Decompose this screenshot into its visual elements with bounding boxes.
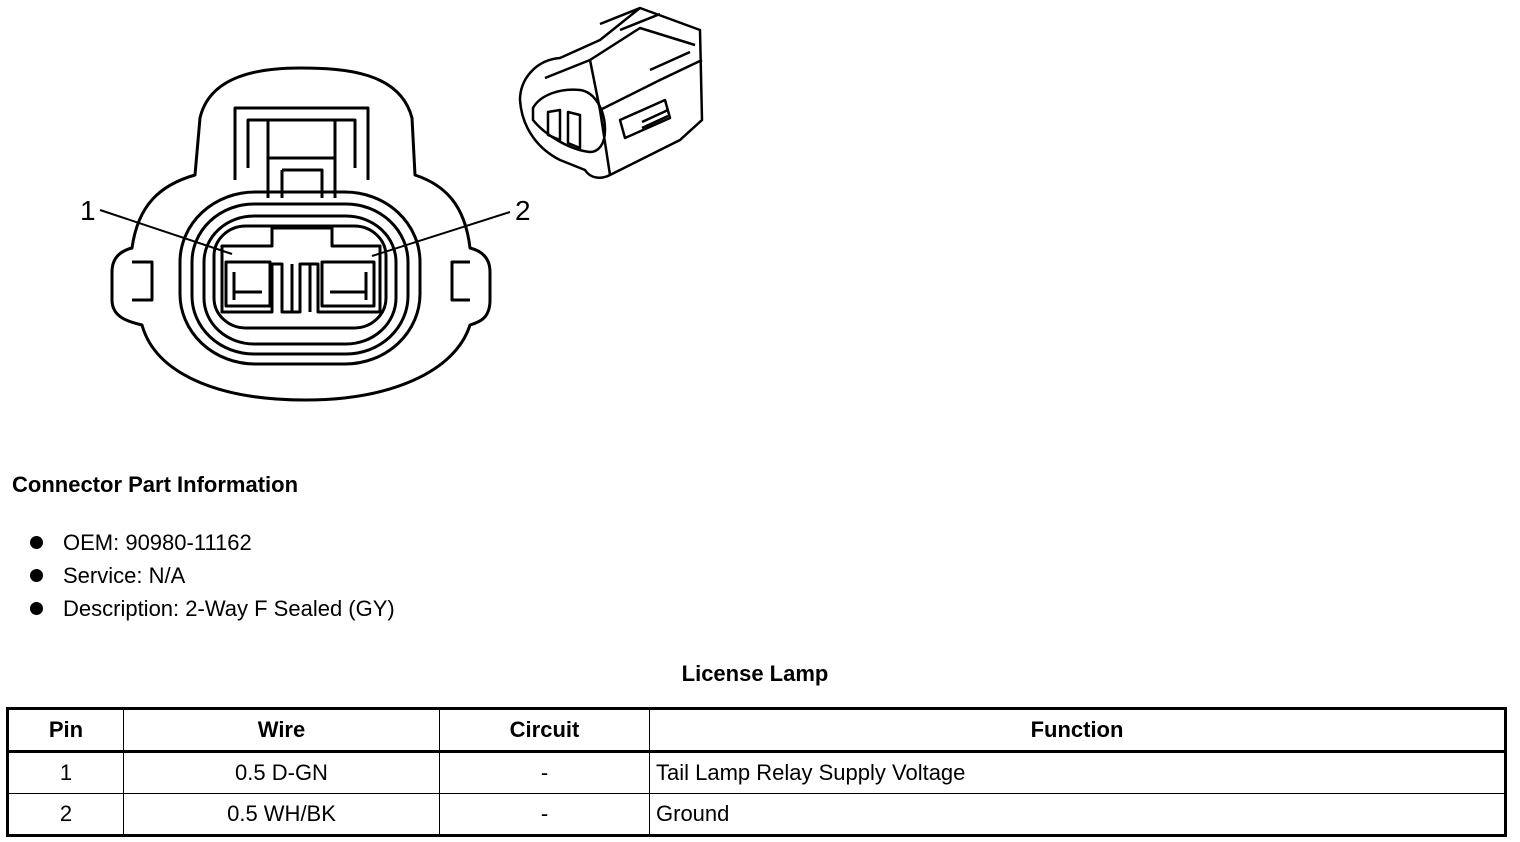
part-info-list: OEM: 90980-11162 Service: N/A Descriptio… xyxy=(26,526,395,625)
connector-part-info-title: Connector Part Information xyxy=(12,472,299,497)
cell-pin: 1 xyxy=(7,751,124,794)
side-tab-left xyxy=(132,260,154,302)
oem-item: OEM: 90980-11162 xyxy=(63,530,252,555)
connector-outer-housing xyxy=(110,66,492,402)
bullet-icon xyxy=(30,569,43,582)
terminal-2 xyxy=(320,260,376,308)
side-tab-right xyxy=(450,260,470,302)
terminal-1-detail xyxy=(232,272,262,300)
cell-pin: 2 xyxy=(7,793,124,836)
cell-function: Ground xyxy=(649,793,1506,836)
cell-wire: 0.5 WH/BK xyxy=(123,793,440,836)
header-pin: Pin xyxy=(7,708,124,753)
list-item: Description: 2-Way F Sealed (GY) xyxy=(26,592,395,625)
cell-wire: 0.5 D-GN xyxy=(123,751,440,794)
terminal-2-detail xyxy=(330,272,368,300)
bullet-icon xyxy=(30,536,43,549)
cavity-border xyxy=(212,224,388,330)
bullet-icon xyxy=(30,602,43,615)
center-key xyxy=(290,264,312,312)
latch-inner xyxy=(246,118,357,168)
table-header-row: Pin Wire Circuit Function xyxy=(7,708,1506,753)
seal-ring-outer xyxy=(178,190,422,366)
list-item: OEM: 90980-11162 xyxy=(26,526,395,559)
terminal-1 xyxy=(224,260,272,308)
header-function: Function xyxy=(649,708,1506,753)
table-row: 1 0.5 D-GN - Tail Lamp Relay Supply Volt… xyxy=(7,751,1506,794)
cell-function: Tail Lamp Relay Supply Voltage xyxy=(649,751,1506,794)
pin-label-2: 2 xyxy=(515,195,531,226)
latch-frame xyxy=(233,106,370,180)
leader-line-2 xyxy=(371,211,511,257)
table-title: License Lamp xyxy=(681,661,829,686)
seal-ring-middle xyxy=(190,202,410,356)
service-item: Service: N/A xyxy=(63,563,186,588)
seal-ring-inner xyxy=(202,214,398,346)
connector-diagram: 1 2 xyxy=(80,6,704,402)
header-circuit: Circuit xyxy=(439,708,650,753)
header-wire: Wire xyxy=(123,708,440,753)
latch-tab xyxy=(266,120,337,198)
list-item: Service: N/A xyxy=(26,559,395,592)
connector-3d-view xyxy=(518,6,704,179)
pin-table: Pin Wire Circuit Function 1 0.5 D-GN - T… xyxy=(6,707,1507,837)
leader-line-1 xyxy=(99,209,233,255)
cell-circuit: - xyxy=(439,751,650,794)
description-item: Description: 2-Way F Sealed (GY) xyxy=(63,596,395,621)
cell-circuit: - xyxy=(439,793,650,836)
table-row: 2 0.5 WH/BK - Ground xyxy=(7,793,1506,836)
pin-label-1: 1 xyxy=(80,195,96,226)
cavity-walls xyxy=(220,226,382,314)
